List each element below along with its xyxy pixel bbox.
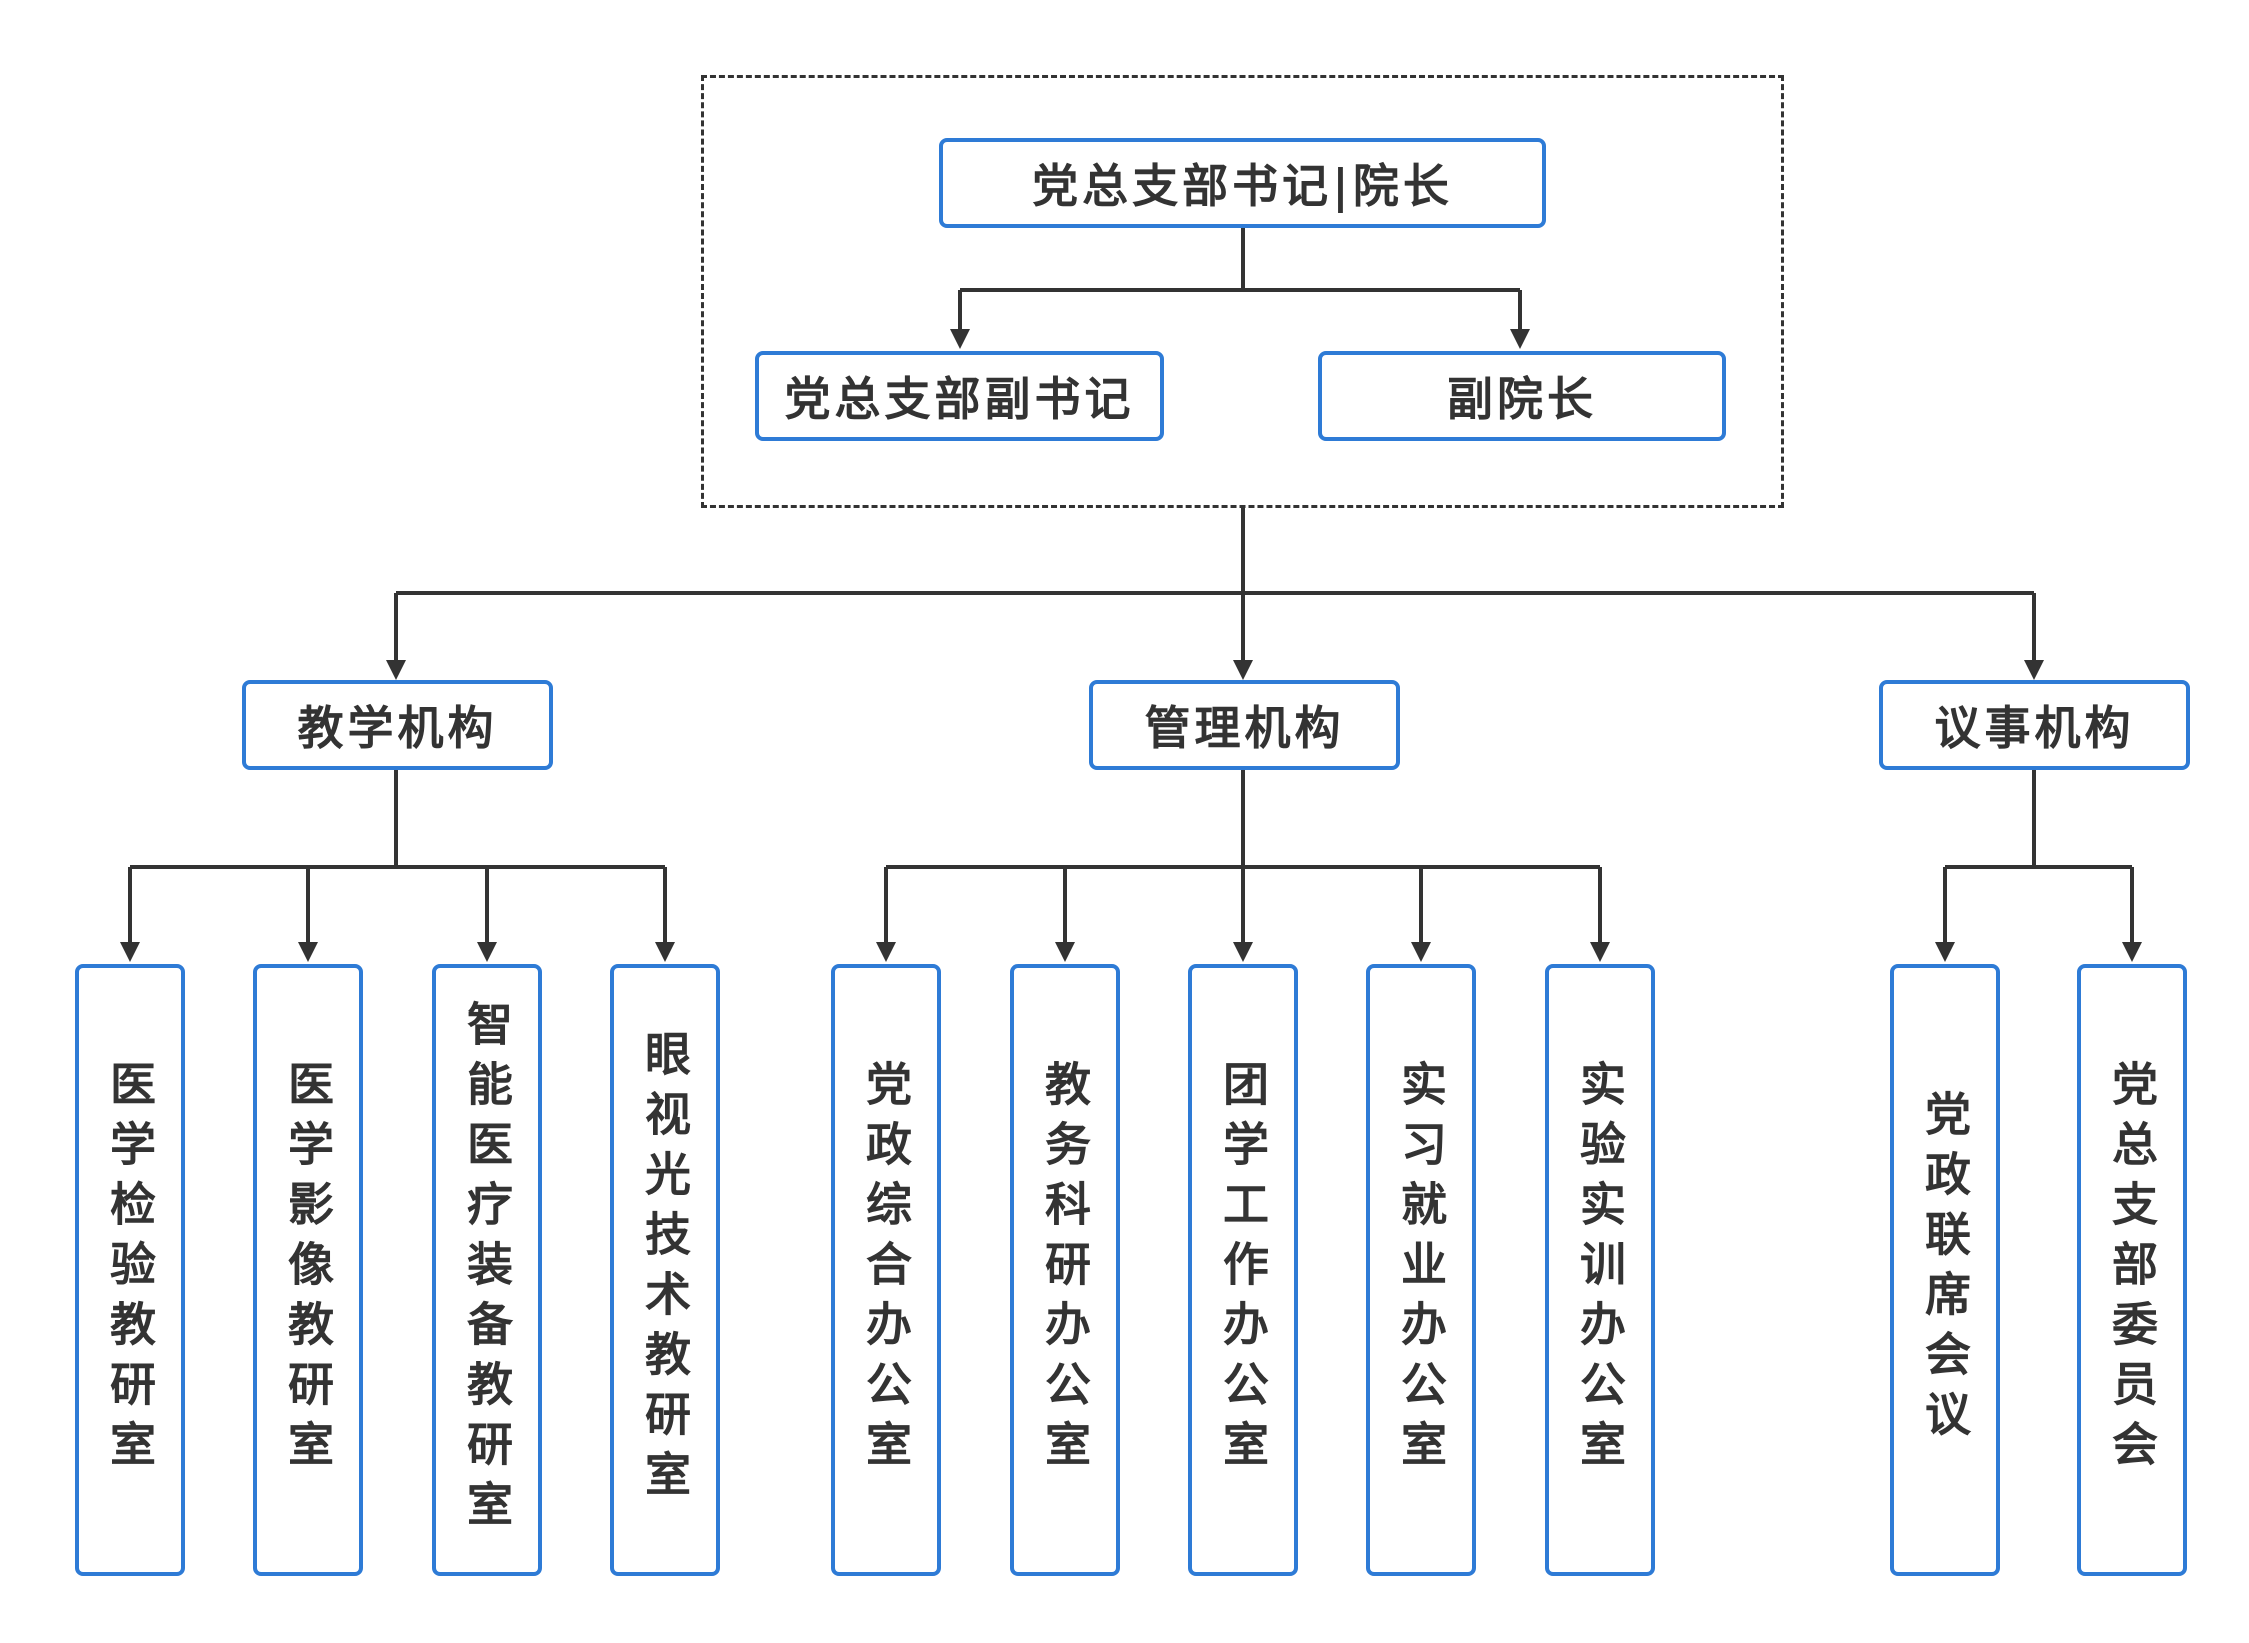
node-label: 医学检验教研室 bbox=[103, 1060, 157, 1480]
node-teaching-branch: 教学机构 bbox=[242, 680, 553, 770]
node-unit: 医学检验教研室 bbox=[75, 964, 185, 1576]
node-vice-president: 副院长 bbox=[1318, 351, 1726, 441]
node-label: 实习就业办公室 bbox=[1394, 1060, 1448, 1480]
node-label: 管理机构 bbox=[1144, 701, 1345, 755]
node-unit: 实验实训办公室 bbox=[1545, 964, 1655, 1576]
node-unit: 团学工作办公室 bbox=[1188, 964, 1298, 1576]
node-label: 实验实训办公室 bbox=[1573, 1060, 1627, 1480]
node-label: 副院长 bbox=[1447, 372, 1597, 426]
node-label: 教务科研办公室 bbox=[1038, 1060, 1092, 1480]
node-unit: 教务科研办公室 bbox=[1010, 964, 1120, 1576]
node-label: 眼视光技术教研室 bbox=[638, 1030, 692, 1510]
node-label: 议事机构 bbox=[1934, 701, 2135, 755]
node-label: 党总支部书记|院长 bbox=[1032, 159, 1453, 213]
node-deputy-party-secretary: 党总支部副书记 bbox=[755, 351, 1164, 441]
node-unit: 党总支部委员会 bbox=[2077, 964, 2187, 1576]
node-unit: 智能医疗装备教研室 bbox=[432, 964, 542, 1576]
node-label: 团学工作办公室 bbox=[1216, 1060, 1270, 1480]
node-unit: 眼视光技术教研室 bbox=[610, 964, 720, 1576]
node-label: 党政综合办公室 bbox=[859, 1060, 913, 1480]
node-management-branch: 管理机构 bbox=[1089, 680, 1400, 770]
node-deliberative-branch: 议事机构 bbox=[1879, 680, 2190, 770]
node-label: 智能医疗装备教研室 bbox=[460, 1000, 514, 1540]
node-label: 教学机构 bbox=[297, 701, 498, 755]
node-label: 医学影像教研室 bbox=[281, 1060, 335, 1480]
node-unit: 实习就业办公室 bbox=[1366, 964, 1476, 1576]
node-unit: 医学影像教研室 bbox=[253, 964, 363, 1576]
node-unit: 党政综合办公室 bbox=[831, 964, 941, 1576]
node-unit: 党政联席会议 bbox=[1890, 964, 2000, 1576]
node-label: 党总支部副书记 bbox=[784, 372, 1135, 426]
leadership-group-frame bbox=[701, 75, 1784, 508]
node-party-secretary-president: 党总支部书记|院长 bbox=[939, 138, 1546, 228]
node-label: 党政联席会议 bbox=[1918, 1090, 1972, 1450]
node-label: 党总支部委员会 bbox=[2105, 1060, 2159, 1480]
